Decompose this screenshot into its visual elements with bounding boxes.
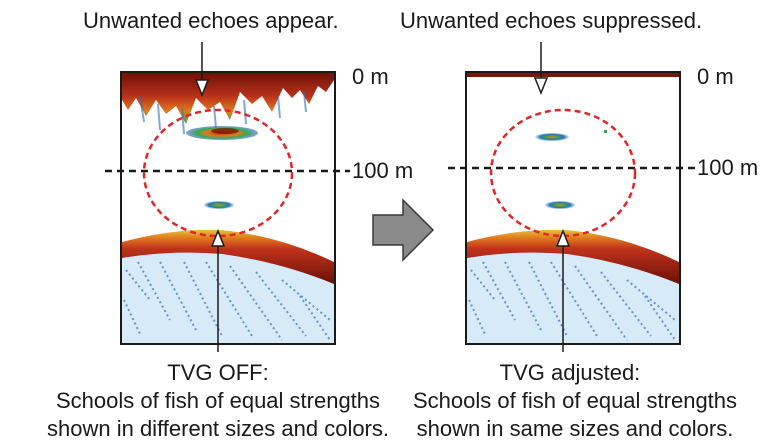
right-caption-title: TVG adjusted:: [499, 360, 641, 385]
left-top-caption: Unwanted echoes appear.: [83, 8, 339, 33]
right-top-caption: Unwanted echoes suppressed.: [400, 8, 703, 33]
left-fish-school-lower: [204, 201, 234, 209]
left-caption-line2: Schools of fish of equal strengths: [55, 388, 381, 413]
right-depth-100m-label: 100 m: [697, 155, 759, 180]
right-echogram: [465, 71, 681, 345]
right-caption-line2: Schools of fish of equal strengths: [412, 388, 738, 413]
right-depth-0m-label: 0 m: [697, 64, 734, 89]
right-fish-school-upper: [535, 133, 569, 141]
right-bottom-callout-arrow: [555, 228, 571, 352]
left-surface-callout-arrow: [194, 42, 210, 98]
right-caption-line3: shown in same sizes and colors.: [416, 416, 734, 441]
right-subbottom-echoes: [467, 252, 679, 343]
left-seabed: [122, 229, 334, 284]
right-surface-echo: [467, 73, 679, 77]
left-fish-highlight-circle: [142, 108, 294, 238]
right-seabed: [467, 229, 679, 284]
left-echogram: [120, 71, 336, 345]
left-depth-0m-label: 0 m: [352, 64, 389, 89]
left-surface-noise: [122, 73, 334, 124]
left-caption-title: TVG OFF:: [167, 360, 269, 385]
left-depth-100m-label: 100 m: [352, 158, 414, 183]
left-subbottom-echoes: [122, 252, 334, 343]
left-caption-line3: shown in different sizes and colors.: [47, 416, 389, 441]
right-surface-callout-arrow: [533, 42, 549, 96]
transition-arrow-icon: [372, 198, 435, 262]
right-fish-school-lower: [545, 201, 575, 209]
left-bottom-callout-arrow: [210, 228, 226, 352]
